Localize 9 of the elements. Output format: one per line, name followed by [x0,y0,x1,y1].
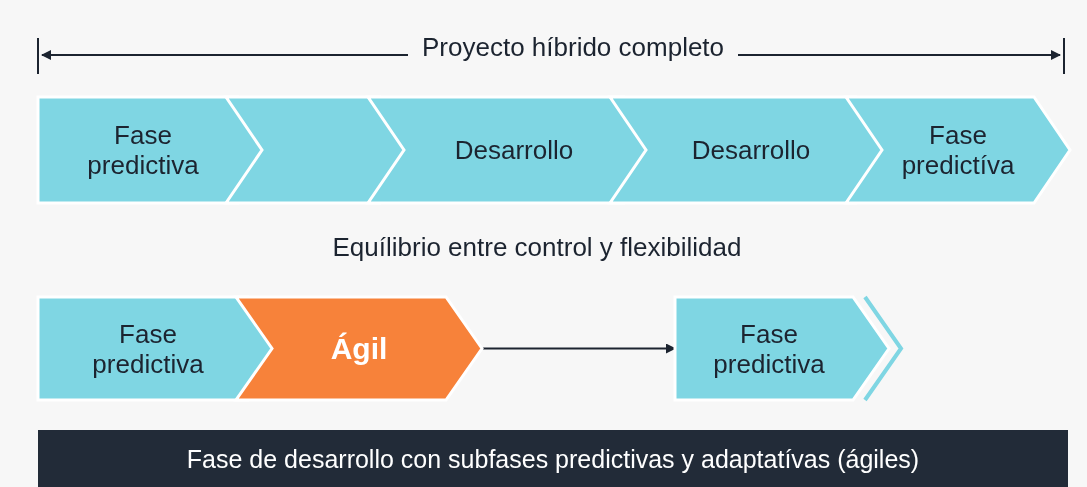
phase-label: Fase predictiva [712,318,826,379]
phase-label: Fase predictiva [86,120,200,180]
banner-text: Fase de desarrollo con subfases predictivas y adaptatívas (ágiles) [186,443,920,474]
arrow [481,343,676,354]
phase-label: Ágil [330,333,388,364]
phase-label: Fase predictiva [91,318,205,379]
phase-label: Fase predictíva [900,120,1016,180]
phase-label: Desarrollo [454,135,574,165]
phase-label: Desarrollo [691,135,811,165]
